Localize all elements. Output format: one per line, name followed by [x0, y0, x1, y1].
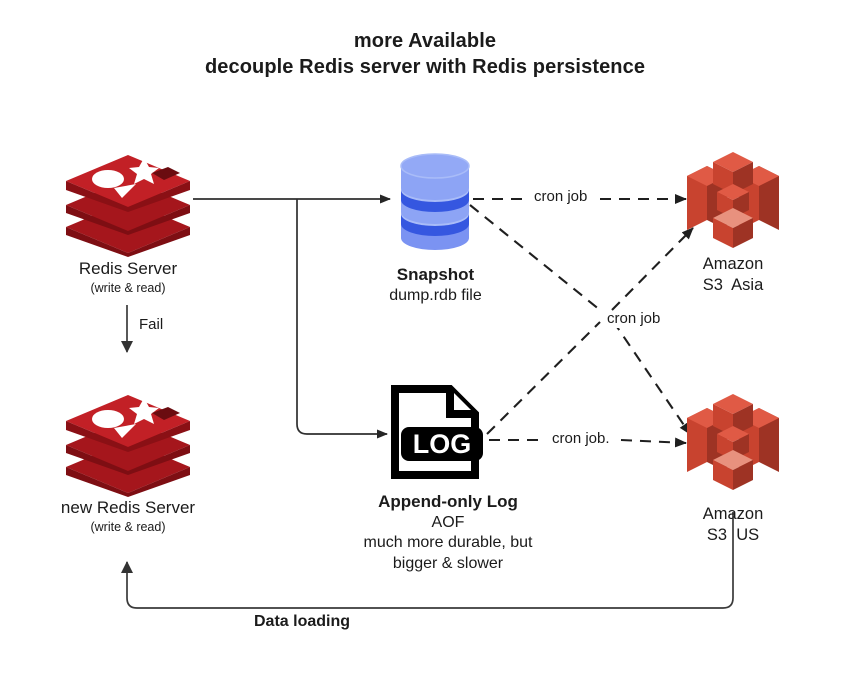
redis-primary-caption: Redis Server (write & read): [18, 258, 238, 296]
redis-logo-icon: [66, 395, 190, 497]
s3-us-sublabel: S3 US: [706, 526, 760, 545]
edge-data-loading-return: [121, 512, 734, 609]
edge-redis-to-log: [296, 199, 388, 439]
amazon-s3-icon: [687, 394, 779, 490]
edge-snapshot-to-s3us-b: [612, 320, 691, 435]
title-line-1: more Available: [353, 30, 497, 52]
redis-new-label: new Redis Server: [60, 498, 196, 517]
redis-primary-label: Redis Server: [78, 259, 178, 278]
log-icon-text: LOG: [413, 429, 472, 459]
s3-us-label: Amazon: [702, 505, 764, 523]
fail-label: Fail: [139, 316, 164, 333]
snapshot-node[interactable]: [395, 152, 475, 252]
redis-new-node[interactable]: [60, 383, 196, 498]
edge-log-to-s3us-b: [620, 437, 687, 448]
append-log-line4: bigger & slower: [392, 554, 504, 572]
snapshot-caption: Snapshot dump.rdb file: [358, 264, 513, 306]
s3-us-node[interactable]: [683, 390, 783, 495]
amazon-s3-icon: [687, 152, 779, 248]
redis-new-caption: new Redis Server (write & read): [8, 497, 248, 535]
title-line-2: decouple Redis server with Redis persist…: [204, 56, 646, 78]
page-title: more Available decouple Redis server wit…: [0, 28, 850, 80]
append-log-line3: much more durable, but: [363, 534, 533, 552]
data-loading-label: Data loading: [254, 613, 351, 630]
snapshot-sublabel: dump.rdb file: [389, 286, 482, 304]
s3-asia-sublabel: S3 Asia: [702, 276, 764, 295]
redis-primary-sublabel: (write & read): [90, 280, 166, 295]
s3-asia-node[interactable]: [683, 148, 783, 253]
append-log-node[interactable]: LOG: [390, 385, 490, 480]
redis-new-sublabel: (write & read): [90, 519, 166, 534]
cron-job-top-label: cron job: [531, 188, 591, 206]
cron-job-bottom-label: cron job.: [549, 430, 613, 448]
s3-us-caption: Amazon S3 US: [668, 504, 798, 546]
edge-log-to-s3asia-b: [611, 227, 694, 311]
append-log-line2: AOF: [431, 513, 465, 531]
append-log-caption: Append-only Log AOF much more durable, b…: [323, 491, 573, 574]
cron-job-middle-label: cron job: [604, 310, 664, 328]
redis-primary-node[interactable]: [60, 143, 196, 258]
append-log-label: Append-only Log: [378, 492, 518, 511]
log-file-icon: LOG: [391, 385, 483, 479]
database-cylinder-icon: [400, 153, 470, 250]
redis-logo-icon: [66, 155, 190, 257]
snapshot-label: Snapshot: [396, 265, 475, 284]
edge-snapshot-to-s3us-a: [469, 204, 601, 311]
s3-asia-caption: Amazon S3 Asia: [668, 254, 798, 296]
edge-log-to-s3asia-a: [486, 321, 601, 435]
s3-asia-label: Amazon: [702, 255, 764, 273]
